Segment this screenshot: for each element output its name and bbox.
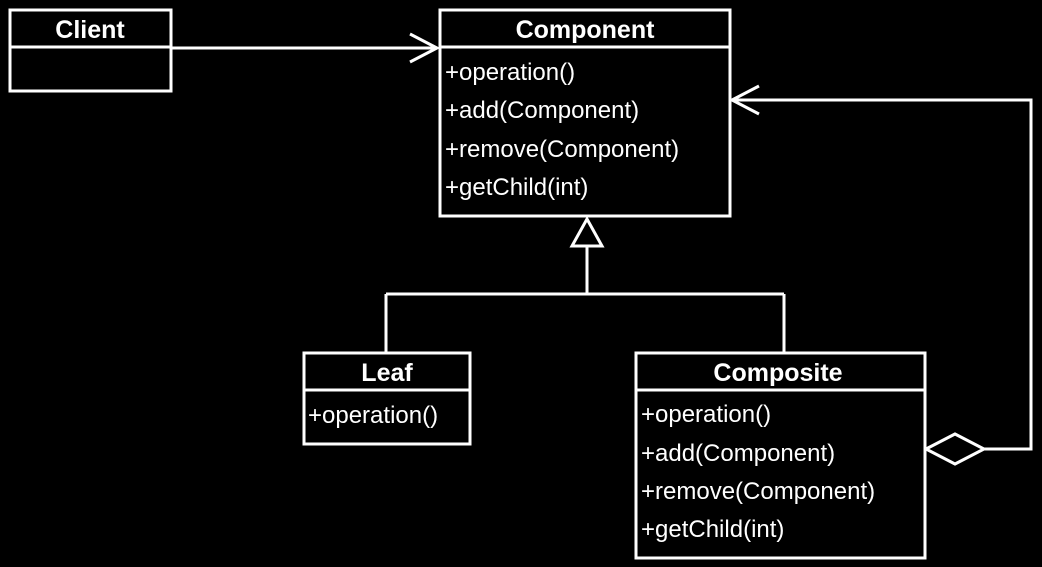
operation-item: +remove(Component) [445,136,679,163]
operation-item: +operation() [445,59,575,86]
generalization-leaf-composite-component [384,215,786,353]
class-box-client[interactable]: Client [8,8,173,93]
association-client-component [172,32,441,64]
class-name-leaf: Leaf [361,359,413,387]
operation-item: +operation() [641,401,771,428]
hollow-triangle-head-icon [569,215,605,248]
hollow-diamond-icon [922,432,988,466]
operation-item: +getChild(int) [445,174,588,201]
class-box-border [8,8,173,93]
operation-item: +operation() [308,402,438,429]
class-box-composite[interactable]: Composite +operation() +add(Component) +… [634,351,927,560]
class-box-border [438,8,732,218]
operation-item: +add(Component) [445,97,639,124]
class-name-client: Client [55,16,125,44]
aggregation-open-arrow-head-icon [728,84,760,116]
operation-item: +add(Component) [641,440,835,467]
class-name-component: Component [516,16,656,44]
class-box-component[interactable]: Component +operation() +add(Component) +… [438,8,732,218]
class-box-leaf[interactable]: Leaf +operation() [302,351,472,446]
class-box-border [634,351,927,560]
class-box-border [302,351,472,446]
aggregation-line [733,98,1033,451]
class-name-composite: Composite [713,359,842,387]
operation-item: +remove(Component) [641,478,875,505]
aggregation-composite-component [728,84,1033,466]
open-arrow-head-icon [409,32,441,64]
operation-item: +getChild(int) [641,516,784,543]
